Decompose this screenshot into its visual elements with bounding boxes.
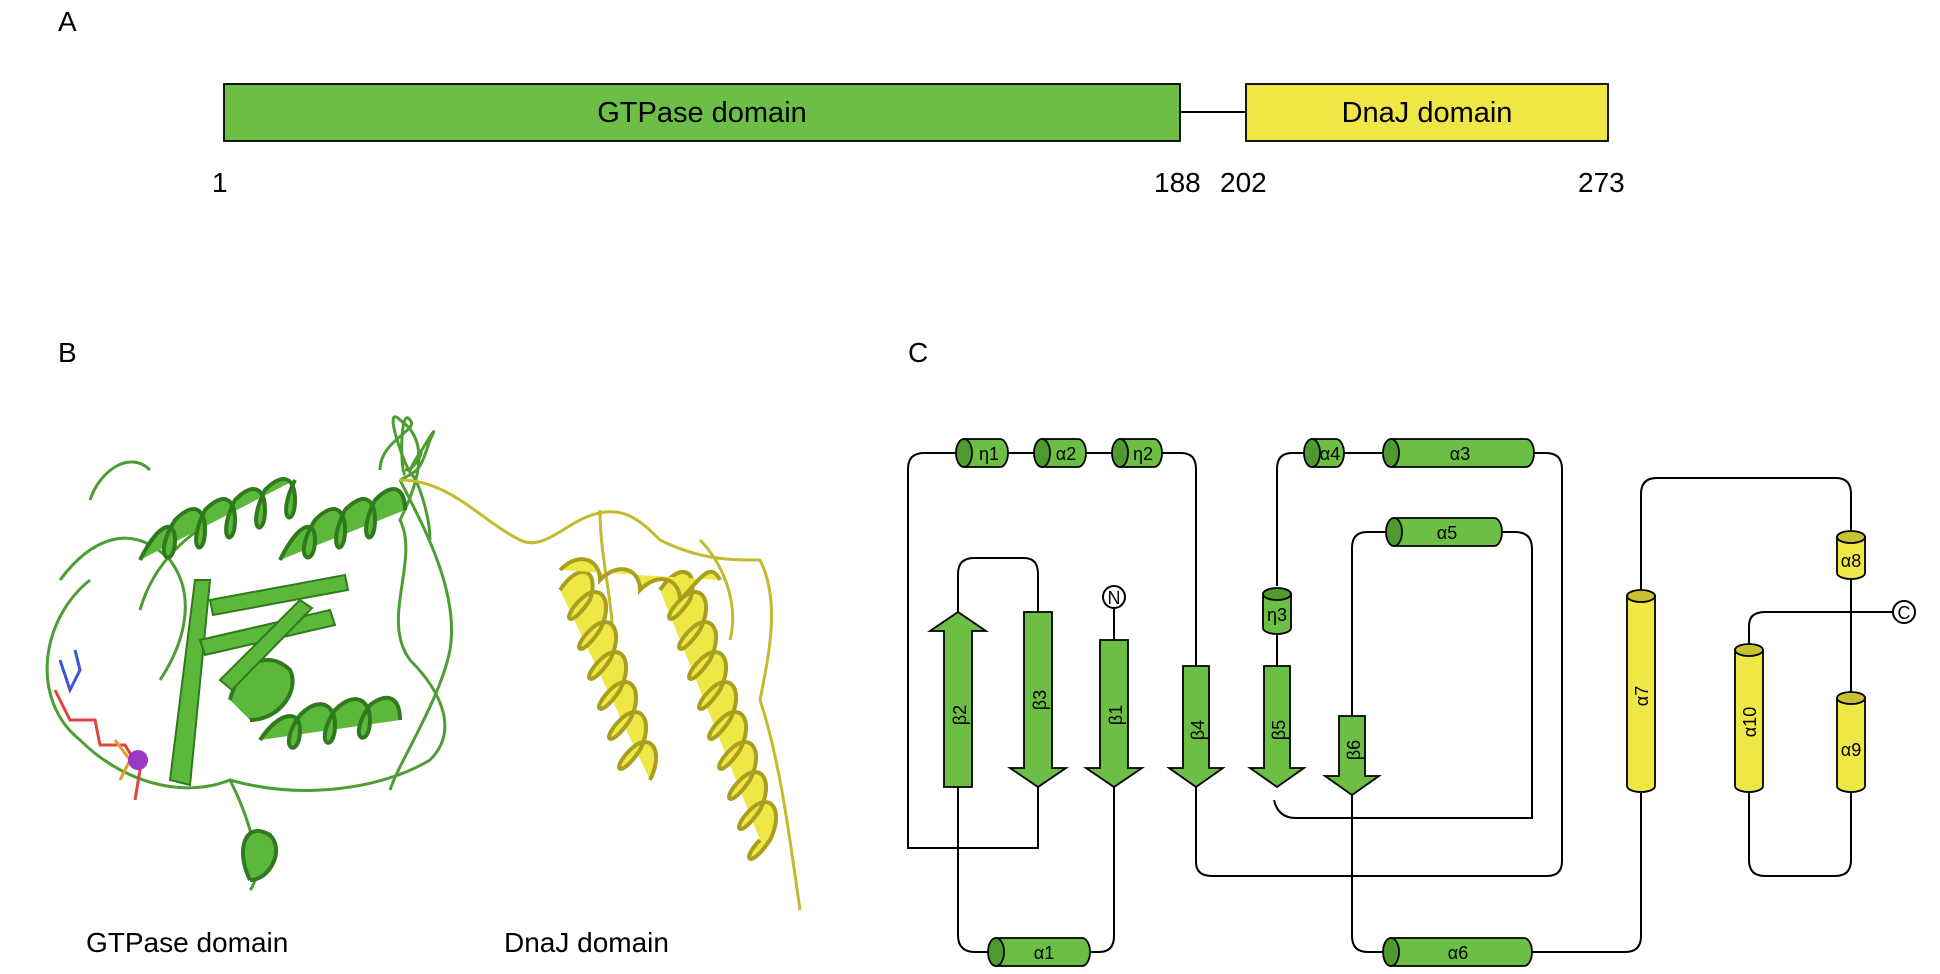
alpha4-label: α4 bbox=[1320, 444, 1340, 464]
helix-eta1: η1 bbox=[955, 438, 1009, 468]
beta-strand-beta4: β4 bbox=[1166, 665, 1226, 789]
helix-alpha10: α10 bbox=[1734, 643, 1764, 793]
helix-eta2: η2 bbox=[1111, 438, 1163, 468]
beta-strand-beta5: β5 bbox=[1247, 665, 1307, 789]
topology-connections bbox=[907, 452, 1893, 953]
residue-end-dnaj: 273 bbox=[1578, 167, 1625, 198]
beta-strand-beta3: β3 bbox=[1007, 611, 1069, 789]
beta5-label: β5 bbox=[1269, 720, 1289, 740]
helix-alpha3: α3 bbox=[1382, 438, 1535, 468]
alpha8-label: α8 bbox=[1841, 551, 1861, 571]
residue-end-gtpase: 188 bbox=[1154, 167, 1201, 198]
helix-alpha1: α1 bbox=[987, 937, 1091, 967]
alpha6-label: α6 bbox=[1448, 943, 1468, 963]
panel-b-label: B bbox=[58, 337, 77, 368]
beta4-label: β4 bbox=[1188, 720, 1208, 740]
domain-map: GTPase domain DnaJ domain 1 188 202 273 bbox=[212, 83, 1625, 198]
beta-strand-beta2: β2 bbox=[927, 610, 989, 788]
c-terminus-marker: C bbox=[1892, 600, 1916, 624]
panel-a-label: A bbox=[58, 6, 77, 37]
alpha5-label: α5 bbox=[1437, 523, 1457, 543]
gtpase-ribbon-structure bbox=[45, 415, 453, 892]
helix-alpha8: α8 bbox=[1836, 530, 1866, 580]
alpha9-label: α9 bbox=[1841, 740, 1861, 760]
helix-alpha7: α7 bbox=[1626, 589, 1656, 793]
c-terminus-label: C bbox=[1898, 603, 1911, 623]
beta2-label: β2 bbox=[950, 705, 970, 725]
dnaj-domain-label: DnaJ domain bbox=[1342, 97, 1513, 129]
n-terminus-marker: N bbox=[1102, 585, 1126, 609]
dnaj-structure-caption: DnaJ domain bbox=[504, 927, 669, 958]
eta3-label: η3 bbox=[1267, 605, 1287, 625]
residue-start-dnaj: 202 bbox=[1220, 167, 1267, 198]
beta1-label: β1 bbox=[1106, 705, 1126, 725]
beta6-label: β6 bbox=[1344, 740, 1364, 760]
helix-alpha4: α4 bbox=[1303, 438, 1345, 468]
helix-alpha2: α2 bbox=[1033, 438, 1087, 468]
alpha1-label: α1 bbox=[1034, 943, 1054, 963]
alpha2-label: α2 bbox=[1056, 444, 1076, 464]
helix-alpha6: α6 bbox=[1382, 937, 1533, 967]
alpha3-label: α3 bbox=[1450, 444, 1470, 464]
helix-alpha9: α9 bbox=[1836, 691, 1866, 793]
helix-alpha5: α5 bbox=[1385, 517, 1503, 547]
beta3-label: β3 bbox=[1030, 690, 1050, 710]
gtpase-structure-caption: GTPase domain bbox=[86, 927, 288, 958]
beta-strand-beta1: β1 bbox=[1083, 639, 1145, 789]
residue-start-gtpase: 1 bbox=[212, 167, 228, 198]
beta-strand-beta6: β6 bbox=[1322, 715, 1382, 797]
panel-c-label: C bbox=[908, 337, 928, 368]
gtpase-domain-label: GTPase domain bbox=[597, 97, 807, 129]
gtpase-domain-bar bbox=[223, 83, 1181, 142]
alpha10-label: α10 bbox=[1740, 707, 1760, 737]
dnaj-domain-bar bbox=[1245, 83, 1609, 142]
eta1-label: η1 bbox=[979, 444, 999, 464]
n-terminus-label: N bbox=[1108, 588, 1121, 608]
eta2-label: η2 bbox=[1133, 444, 1153, 464]
dnaj-ribbon-structure bbox=[399, 478, 802, 911]
alpha7-label: α7 bbox=[1632, 686, 1652, 706]
helix-eta3: η3 bbox=[1262, 587, 1292, 635]
